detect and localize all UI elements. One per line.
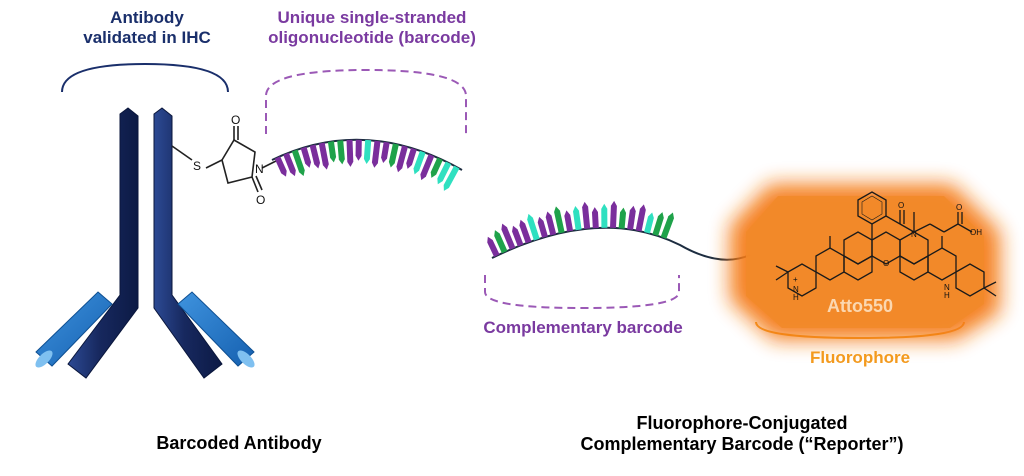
- complementary-backbone: [491, 226, 751, 261]
- nucleotide-base: [501, 223, 516, 250]
- nucleotide-base: [413, 150, 426, 175]
- light-chain-left-tip: [35, 350, 53, 368]
- nucleotide-base: [309, 144, 321, 169]
- light-chain-right-tip: [237, 350, 255, 368]
- nucleotide-base: [564, 210, 574, 232]
- nucleotide-base: [537, 216, 548, 238]
- nucleotide-base: [494, 230, 508, 254]
- nucleotide-base: [545, 211, 557, 236]
- antibody-light-chains: [35, 291, 255, 368]
- nucleotide-base: [337, 140, 345, 165]
- barcoded-antibody-caption: Barcoded Antibody: [156, 433, 322, 453]
- nucleotide-base: [487, 236, 500, 257]
- reporter-caption-line1: Fluorophore-Conjugated: [636, 413, 848, 433]
- nucleotide-base: [430, 157, 443, 178]
- light-chain-right: [177, 291, 255, 367]
- atom-h-left: H: [793, 293, 799, 302]
- nucleotide-base: [610, 200, 617, 229]
- antibody-label-line1: Antibody: [110, 8, 184, 27]
- dye-name: Atto550: [827, 296, 893, 316]
- nucleotide-base: [601, 203, 608, 228]
- nucleotide-base: [355, 139, 362, 161]
- atom-plus: +: [793, 275, 798, 284]
- reporter-caption-line2: Complementary Barcode (“Reporter”): [580, 434, 904, 455]
- nucleotide-base: [327, 141, 337, 163]
- atom-ring-o: O: [883, 259, 889, 268]
- atom-s: S: [193, 159, 201, 173]
- fluorophore-core: [746, 196, 984, 328]
- atom-o-bottom: O: [256, 193, 265, 207]
- antibody-heavy-chains: [67, 107, 223, 379]
- nucleotide-base: [371, 140, 381, 168]
- barcode-label-line1: Unique single-stranded: [277, 8, 467, 27]
- nucleotide-base: [420, 153, 435, 181]
- nucleotide-base: [388, 143, 399, 168]
- reporter-caption: Fluorophore-Conjugated Complementary Bar…: [552, 413, 932, 455]
- barcode-bracket: [265, 68, 467, 134]
- complementary-bracket: [484, 275, 680, 310]
- nucleotide-base: [512, 225, 524, 247]
- nucleotide-base: [443, 165, 460, 191]
- nucleotide-base: [527, 213, 540, 241]
- nucleotide-base: [363, 139, 372, 165]
- atom-oh: OH: [970, 228, 982, 237]
- nucleotide-base: [346, 139, 354, 167]
- nucleotide-base: [300, 146, 312, 168]
- nucleotide-base: [627, 205, 636, 230]
- antibody-label: Antibody validated in IHC: [64, 8, 230, 48]
- atom-nh: N: [944, 283, 950, 292]
- nucleotide-base: [573, 206, 582, 231]
- heavy-chain-left: [67, 107, 139, 379]
- nucleotide-base: [618, 207, 627, 229]
- nucleotide-base: [291, 149, 305, 176]
- atom-o-acid: O: [956, 203, 962, 212]
- atom-n: N: [255, 162, 264, 176]
- nucleotide-base: [406, 147, 417, 169]
- antibody-label-line2: validated in IHC: [83, 28, 211, 48]
- atto550-atoms: OH O O N O N + H N H: [793, 201, 982, 302]
- complementary-barcode-label: Complementary barcode: [483, 318, 683, 337]
- barcode-label: Unique single-stranded oligonucleotide (…: [262, 8, 482, 48]
- atom-h-right: H: [944, 291, 950, 300]
- nucleotide-base: [652, 212, 664, 236]
- nucleotide-base: [274, 156, 287, 177]
- atom-o-top: O: [231, 113, 240, 127]
- atom-n-amide: N: [911, 230, 917, 239]
- atom-o-amide: O: [898, 201, 904, 210]
- linker-atoms: S N O O: [193, 113, 265, 207]
- nucleotide-base: [582, 201, 591, 229]
- maleimide-linker: [171, 126, 279, 193]
- fluorophore-label: Fluorophore: [809, 348, 911, 367]
- nucleotide-base: [554, 206, 565, 234]
- nucleotide-base: [437, 161, 452, 185]
- nucleotide-base: [318, 142, 329, 170]
- nucleotide-base: [591, 207, 599, 229]
- nucleotide-base: [644, 212, 654, 234]
- barcode-bases: [274, 139, 460, 191]
- nucleotide-base: [635, 204, 646, 232]
- light-chain-left: [35, 291, 113, 367]
- nucleotide-base: [519, 219, 532, 244]
- nucleotide-base: [396, 145, 408, 173]
- atto550-structure: [775, 191, 997, 297]
- atom-n-plus: N: [793, 285, 799, 294]
- nucleotide-base: [381, 141, 390, 164]
- nucleotide-base: [283, 152, 296, 177]
- complementary-bases: [487, 200, 674, 257]
- antibody-bracket: [61, 62, 229, 93]
- barcode-label-line2: oligonucleotide (barcode): [268, 28, 476, 48]
- heavy-chain-right: [153, 107, 223, 379]
- nucleotide-base: [660, 212, 674, 239]
